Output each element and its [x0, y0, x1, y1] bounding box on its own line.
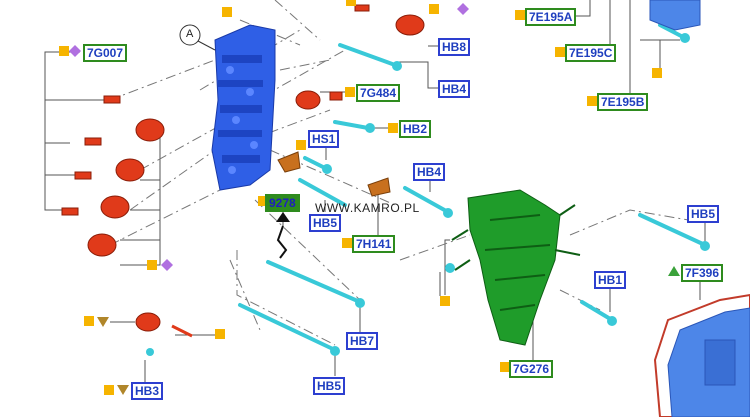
wiring-harness — [451, 189, 581, 346]
square-markers — [59, 0, 662, 395]
brackets — [277, 151, 391, 197]
transmission-pan — [653, 293, 750, 417]
callout-circle — [179, 24, 201, 46]
pan-top-right — [649, 0, 701, 31]
bolt-heads — [322, 33, 710, 356]
part-label-HB4-mid: HB4 — [413, 163, 446, 181]
part-label-HB3: HB3 — [131, 382, 164, 400]
part-label-7F396: 7F396 — [681, 264, 724, 282]
valve-body — [211, 24, 276, 191]
part-label-7E195A: 7E195A — [525, 8, 577, 26]
connector-head — [276, 212, 290, 222]
part-label-HB5-mid: HB5 — [309, 214, 342, 232]
part-label-HS1: HS1 — [308, 130, 340, 148]
diamond-markers — [69, 3, 469, 271]
solenoid-bottom-left — [135, 312, 193, 356]
solenoid-group-top — [295, 4, 425, 110]
part-label-7E195C: 7E195C — [565, 44, 617, 62]
watermark-text: WWW.KAMRO.PL — [315, 201, 420, 215]
part-label-7E195B: 7E195B — [597, 93, 649, 111]
part-label-7H141: 7H141 — [352, 235, 396, 253]
bolts — [238, 23, 707, 352]
part-label-7G007: 7G007 — [83, 44, 128, 62]
part-label-HB8: HB8 — [438, 38, 471, 56]
triangle-markers — [97, 266, 680, 395]
part-label-9278: 9278 — [265, 194, 300, 212]
part-label-HB1: HB1 — [594, 271, 627, 289]
part-label-HB7: HB7 — [346, 332, 379, 350]
part-label-HB2: HB2 — [399, 120, 432, 138]
part-label-HB4-top: HB4 — [438, 80, 471, 98]
solenoid-group-left — [61, 95, 165, 257]
part-label-HB5-bottom: HB5 — [313, 377, 346, 395]
connector-cable — [276, 225, 288, 259]
callout-letter: A — [186, 28, 194, 40]
part-label-7G484: 7G484 — [356, 84, 401, 102]
part-label-HB5-right: HB5 — [687, 205, 720, 223]
part-label-7G276: 7G276 — [509, 360, 554, 378]
